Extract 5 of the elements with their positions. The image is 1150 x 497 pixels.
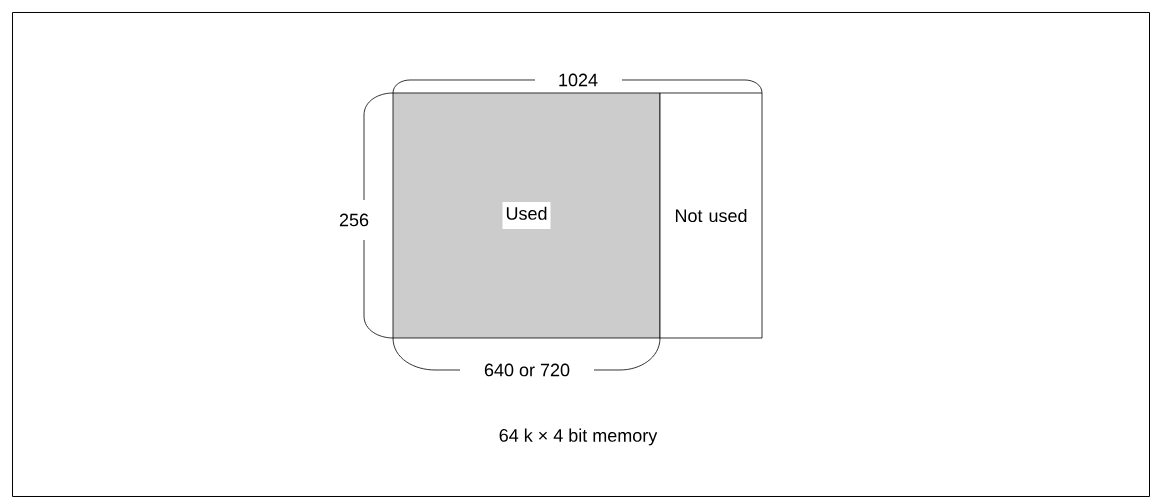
used-region-box: Used <box>392 92 661 339</box>
caption: 64 k × 4 bit memory <box>499 428 658 446</box>
unused-region-box: Not used <box>659 92 763 339</box>
dimension-label: 256 <box>339 213 369 227</box>
dimension-label: 640 or 720 <box>484 363 570 377</box>
